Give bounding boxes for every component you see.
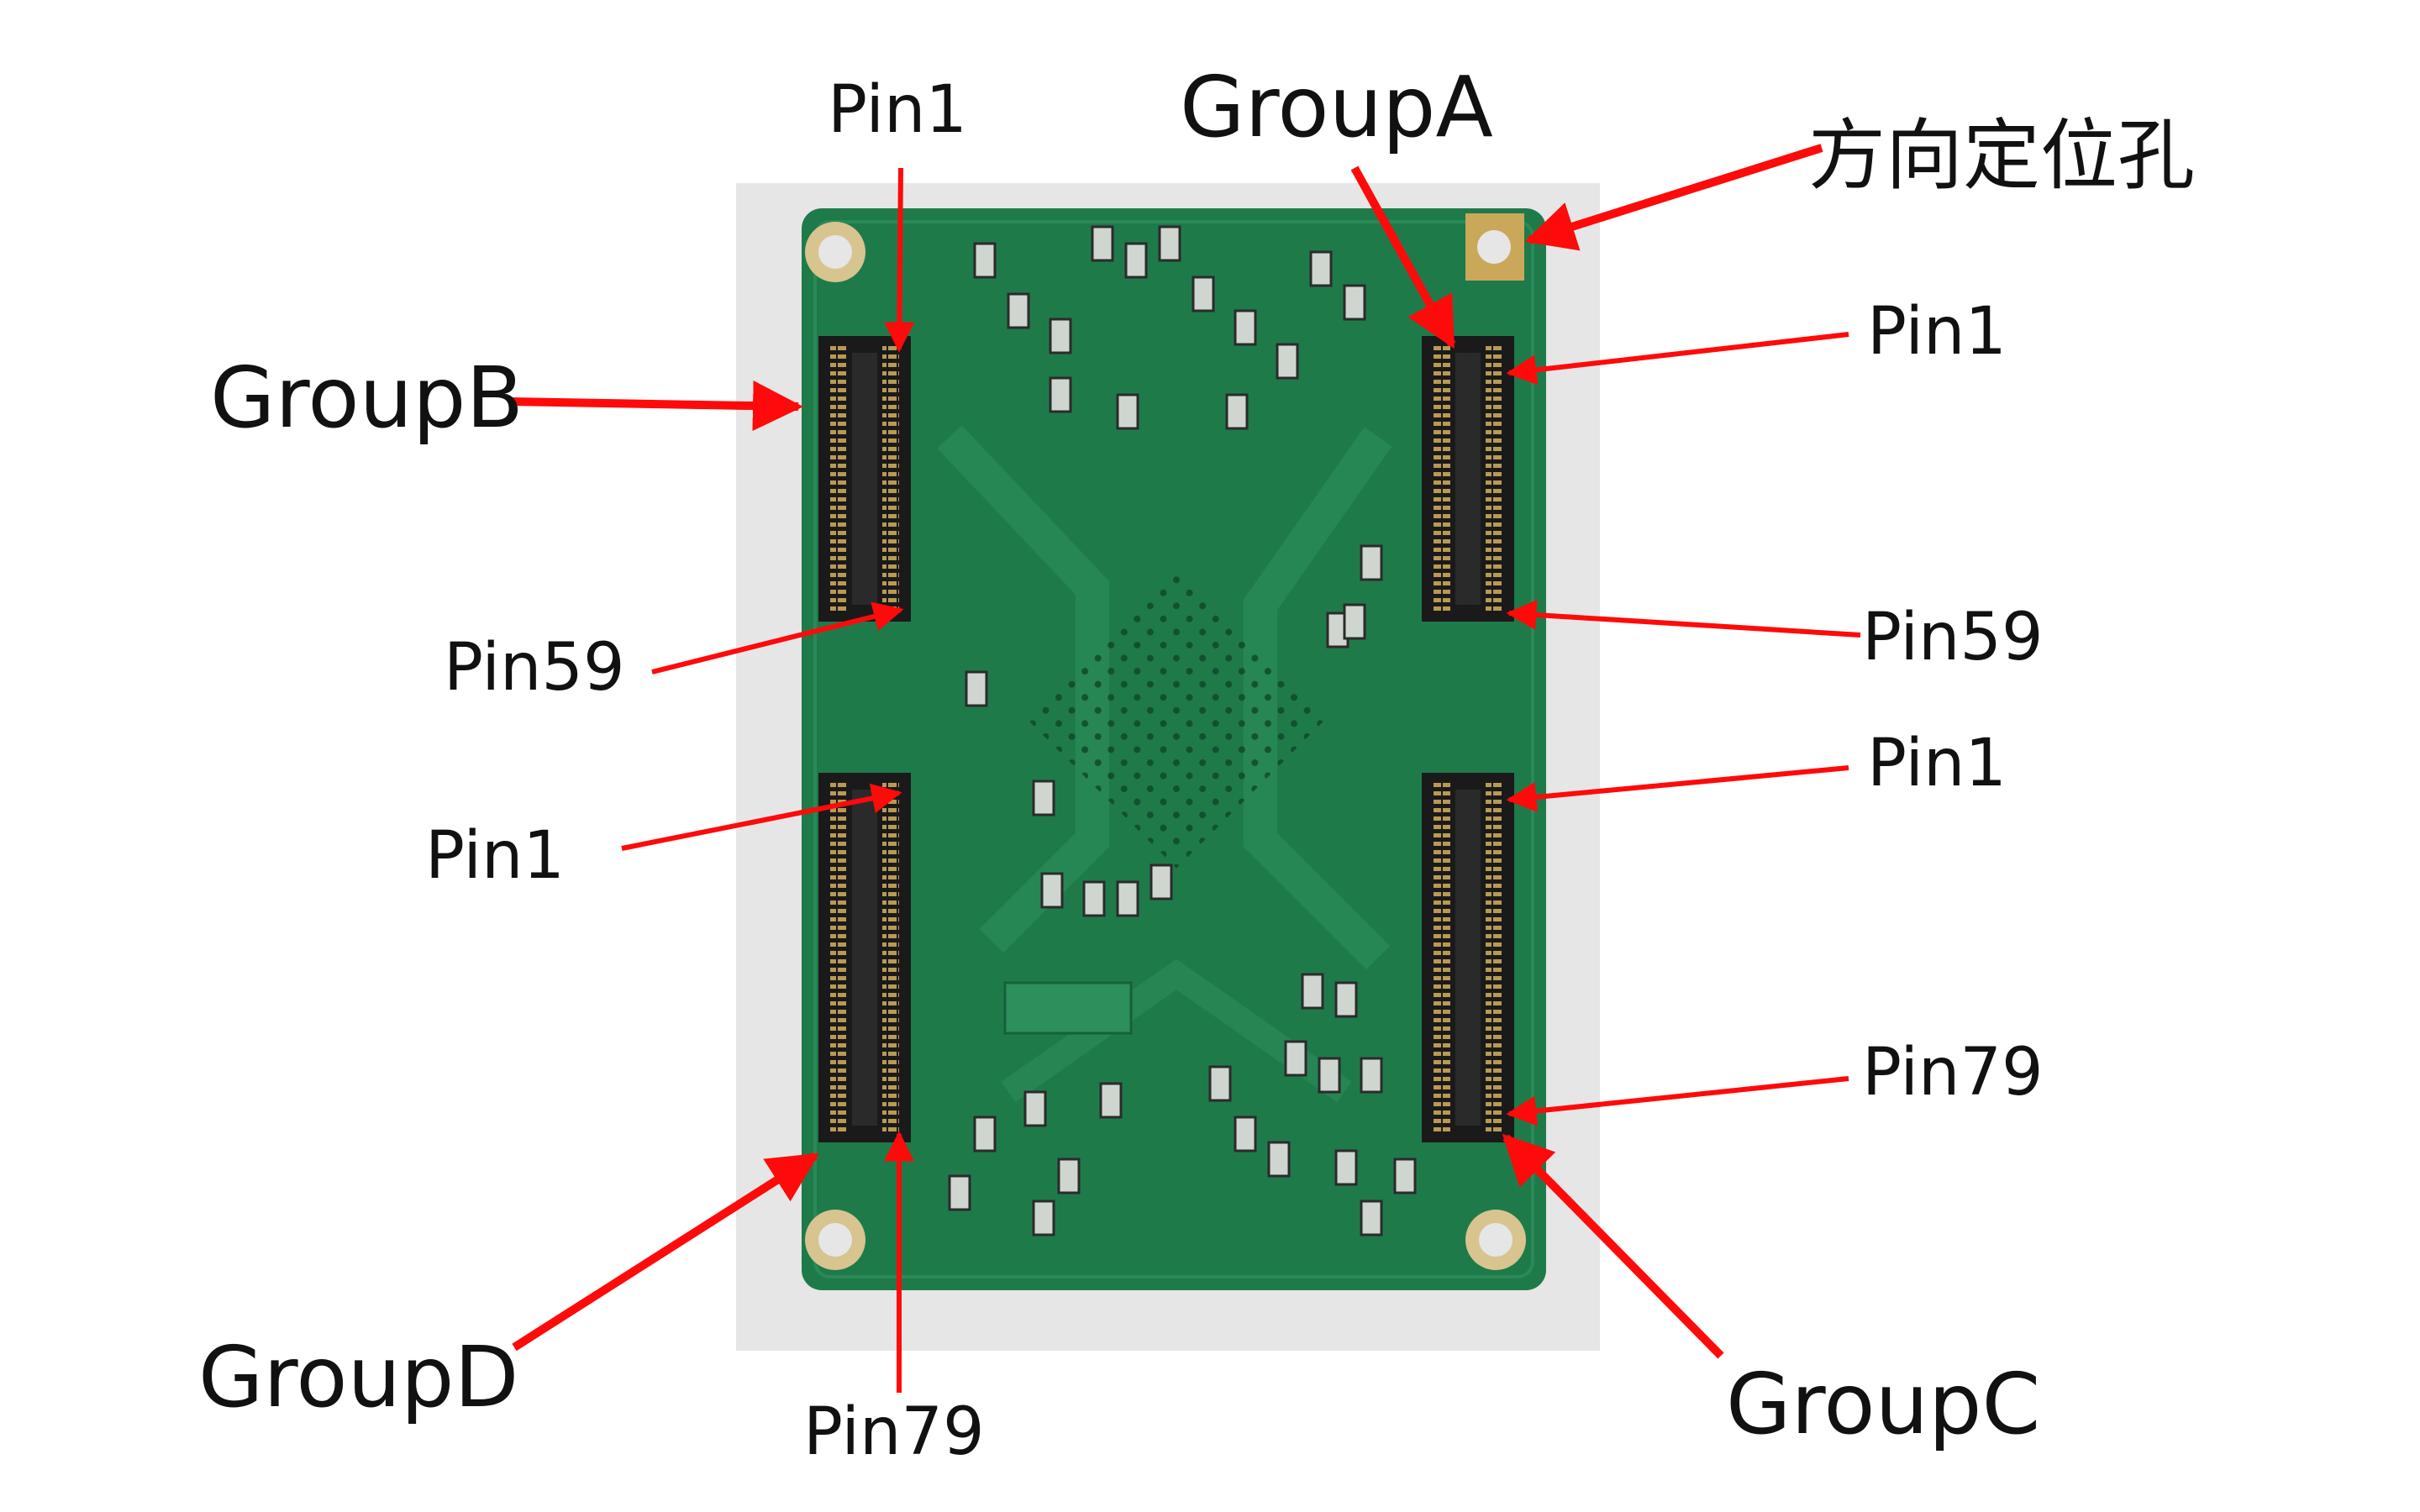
smd-components bbox=[948, 225, 1417, 1236]
arrow-a-pin1 bbox=[1506, 332, 1849, 386]
label-group-b: GroupB bbox=[210, 349, 524, 447]
arrow-b-pin1 bbox=[884, 167, 915, 353]
label-group-d: GroupD bbox=[198, 1328, 519, 1426]
label-c-pin1: Pin1 bbox=[1867, 726, 2007, 801]
arrow-c-pin79 bbox=[1506, 1076, 1849, 1126]
mounting-hole-bottom-left bbox=[805, 1210, 865, 1270]
alignment-hole bbox=[1465, 213, 1524, 281]
label-a-pin1: Pin1 bbox=[1867, 294, 2007, 370]
label-b-pin59: Pin59 bbox=[444, 630, 625, 706]
bga-via-field bbox=[1022, 559, 1331, 869]
mounting-hole-top-left bbox=[805, 222, 865, 282]
arrow-group-a bbox=[1350, 165, 1456, 349]
connector-group-b bbox=[818, 336, 911, 622]
label-group-a: GroupA bbox=[1180, 58, 1493, 156]
label-b-pin1: Pin1 bbox=[828, 72, 968, 148]
arrow-group-c bbox=[1502, 1133, 1724, 1359]
label-group-c: GroupC bbox=[1726, 1355, 2041, 1453]
pcb-board bbox=[802, 208, 1546, 1290]
label-a-pin59: Pin59 bbox=[1862, 600, 2044, 675]
label-d-pin1: Pin1 bbox=[425, 818, 566, 894]
arrow-c-pin1 bbox=[1506, 765, 1849, 812]
arrow-d-pin1 bbox=[621, 783, 902, 851]
connector-group-c bbox=[1422, 773, 1514, 1142]
arrow-alignment-hole bbox=[1524, 144, 1823, 251]
connector-group-a bbox=[1422, 336, 1514, 622]
arrow-a-pin59 bbox=[1506, 600, 1861, 638]
arrow-group-b bbox=[510, 381, 803, 432]
label-alignment-hole: 方向定位孔 bbox=[1808, 111, 2196, 201]
mounting-hole-bottom-right bbox=[1465, 1210, 1526, 1270]
gold-pad-area bbox=[1003, 981, 1133, 1035]
connector-group-d bbox=[818, 773, 911, 1142]
arrow-group-d bbox=[512, 1152, 820, 1352]
label-d-pin79: Pin79 bbox=[803, 1394, 985, 1470]
arrow-b-pin59 bbox=[651, 601, 904, 675]
callout-arrows bbox=[510, 144, 1861, 1393]
label-c-pin79: Pin79 bbox=[1862, 1035, 2044, 1110]
